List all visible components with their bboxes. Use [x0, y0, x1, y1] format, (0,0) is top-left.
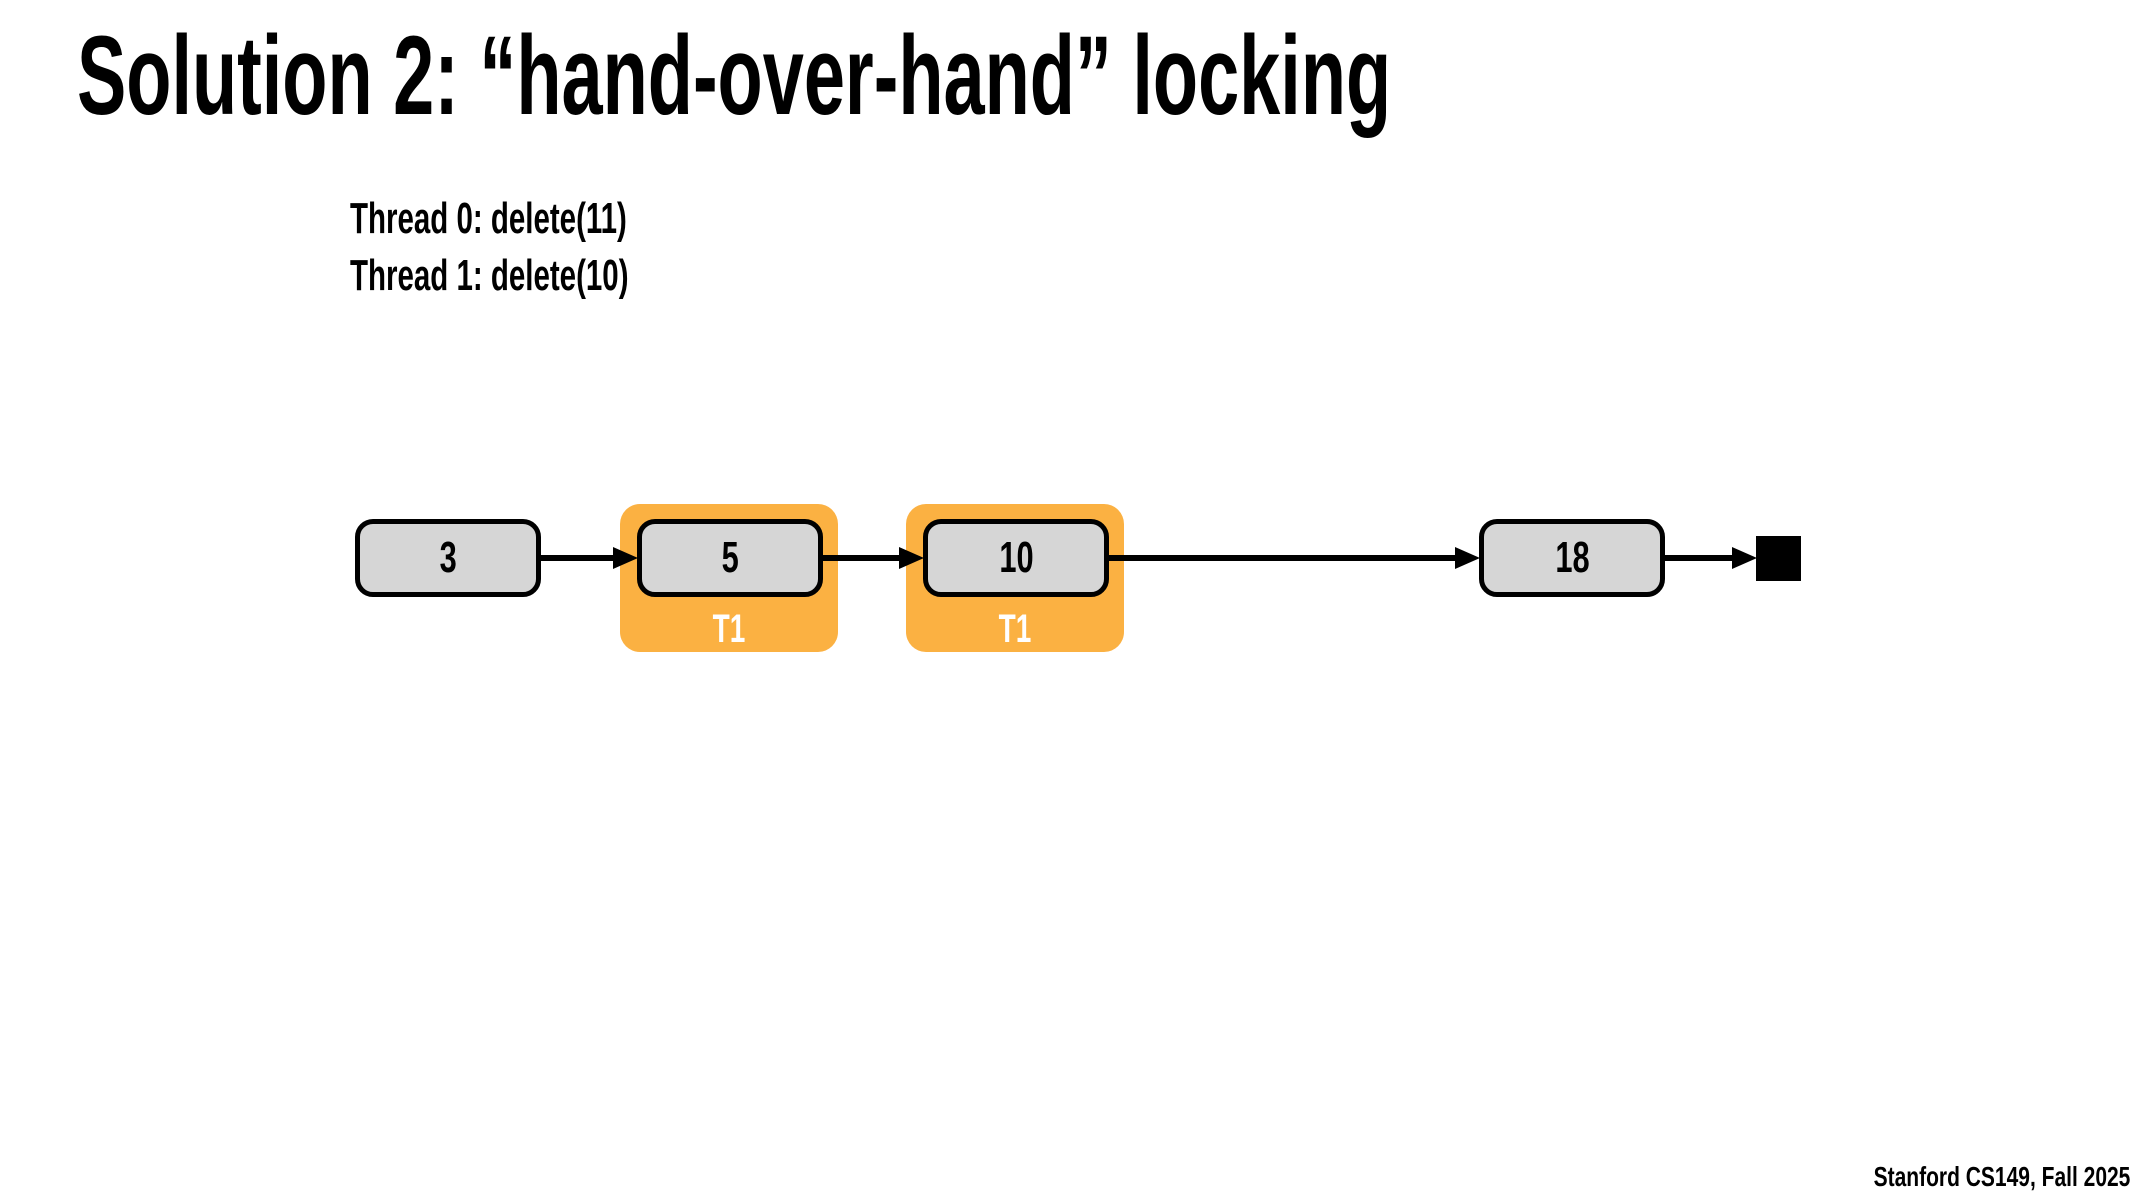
thread-operations: Thread 0: delete(11) Thread 1: delete(10… — [350, 190, 766, 304]
list-node-3: 3 — [355, 519, 541, 597]
thread-1-operation: Thread 1: delete(10) — [350, 251, 629, 300]
node-value: 10 — [998, 533, 1034, 582]
null-terminator — [1756, 536, 1801, 581]
node-value: 5 — [721, 533, 739, 582]
pointer-arrow-3-to-5 — [541, 547, 638, 569]
pointer-arrow-18-to-null — [1665, 547, 1757, 569]
node-value: 18 — [1554, 533, 1590, 582]
pointer-arrow-5-to-10 — [823, 547, 924, 569]
lock-owner-label: T1 — [712, 607, 746, 651]
thread-0-operation: Thread 0: delete(11) — [350, 194, 627, 243]
node-value: 3 — [439, 533, 457, 582]
list-node-10: 10 — [923, 519, 1109, 597]
slide-title: Solution 2: “hand-over-hand” locking — [77, 13, 1392, 138]
pointer-arrow-10-to-18 — [1109, 547, 1480, 569]
lock-owner-label: T1 — [998, 607, 1032, 651]
list-node-18: 18 — [1479, 519, 1665, 597]
slide-footer: Stanford CS149, Fall 2025 — [1873, 1161, 2130, 1193]
list-node-5: 5 — [637, 519, 823, 597]
